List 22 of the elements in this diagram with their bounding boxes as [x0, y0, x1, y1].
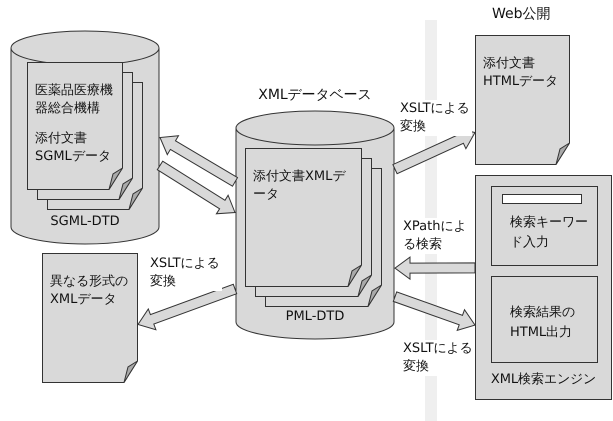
block-arrow: [156, 160, 236, 214]
edge-label: XSLTによる変換: [150, 255, 222, 291]
panel-title: XML検索エンジン: [490, 370, 598, 388]
section-heading: Web公開: [492, 5, 551, 24]
document-text: 添付文書XMLデータ: [253, 168, 347, 204]
block-arrow: [394, 256, 476, 280]
schema-label: PML-DTD: [284, 308, 346, 326]
block-arrow: [159, 135, 238, 187]
edge-label: XSLTによる変換: [400, 100, 472, 136]
document-text: 添付文書HTMLデータ: [483, 55, 560, 91]
database-title: XMLデータベース: [257, 86, 373, 105]
function-box: [491, 186, 598, 266]
document-text: 異なる形式のXMLデータ: [50, 273, 129, 309]
function-text: 検索結果のHTML出力: [510, 304, 576, 342]
document-text: 医薬品医療機器総合機構: [35, 82, 114, 118]
schema-label: SGML-DTD: [49, 212, 121, 230]
block-arrow: [137, 284, 238, 330]
function-text: 検索キーワード入力: [510, 214, 589, 252]
block-arrow: [392, 291, 476, 332]
document-text: 添付文書SGMLデータ: [35, 130, 112, 166]
search-engine-panel: [475, 175, 612, 400]
function-box: [491, 276, 598, 363]
